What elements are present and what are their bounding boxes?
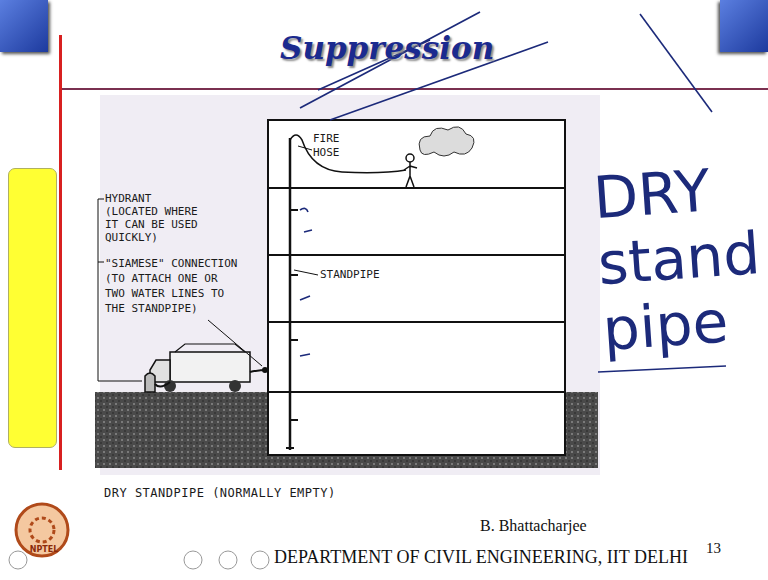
floor-line	[268, 391, 565, 393]
nav-icon	[184, 551, 202, 569]
firefighter-head	[406, 154, 414, 162]
nptel-gear	[30, 518, 54, 542]
nav-icon	[251, 551, 269, 569]
corner-square	[0, 0, 48, 52]
standpipe	[289, 138, 292, 450]
floor-line	[268, 321, 565, 323]
supply-hose	[155, 370, 268, 387]
nav-icon	[9, 551, 27, 569]
building-outline	[268, 120, 565, 455]
side-panel	[8, 168, 57, 448]
floor-line	[268, 187, 565, 189]
handwritten-note: DRY stand pipe	[591, 155, 754, 363]
siamese-connection	[262, 367, 268, 373]
truck-wheel	[229, 380, 241, 392]
hydrant-label: HYDRANT (LOCATED WHERE IT CAN BE USED QU…	[105, 192, 205, 244]
page-number: 13	[706, 540, 736, 557]
fire-hose	[290, 135, 406, 173]
nptel-logo	[16, 504, 68, 556]
leader-line	[98, 262, 104, 263]
fire-smoke	[419, 127, 474, 156]
hydrant	[145, 373, 155, 392]
standpipe-label: STANDPIPE	[320, 268, 410, 281]
nav-icon	[219, 551, 237, 569]
pen-stroke	[598, 366, 726, 372]
floor-line	[268, 254, 565, 256]
pen-stroke	[300, 208, 312, 356]
leader-line	[208, 320, 262, 366]
author-name: B. Bhattacharjee	[480, 517, 640, 535]
leader-line	[294, 270, 318, 275]
siamese-label: "SIAMESE" CONNECTION (TO ATTACH ONE OR T…	[105, 256, 241, 316]
side-rule	[59, 35, 62, 470]
firefighter-body	[404, 162, 417, 187]
hose-outlet	[286, 210, 298, 448]
department-name: DEPARTMENT OF CIVIL ENGINEERING, IIT DEL…	[274, 547, 694, 568]
slide-title: Suppression	[280, 30, 480, 66]
leader-line	[298, 146, 312, 150]
pen-stroke	[640, 14, 712, 112]
firefighter	[404, 154, 417, 187]
logo-text: NPTEL	[24, 545, 64, 554]
truck-body	[170, 352, 250, 382]
hose-label: FIRE HOSE	[313, 132, 353, 160]
figure-caption: DRY STANDPIPE (NORMALLY EMPTY)	[104, 486, 424, 500]
truck-ladder	[175, 344, 245, 352]
corner-square	[720, 0, 768, 52]
